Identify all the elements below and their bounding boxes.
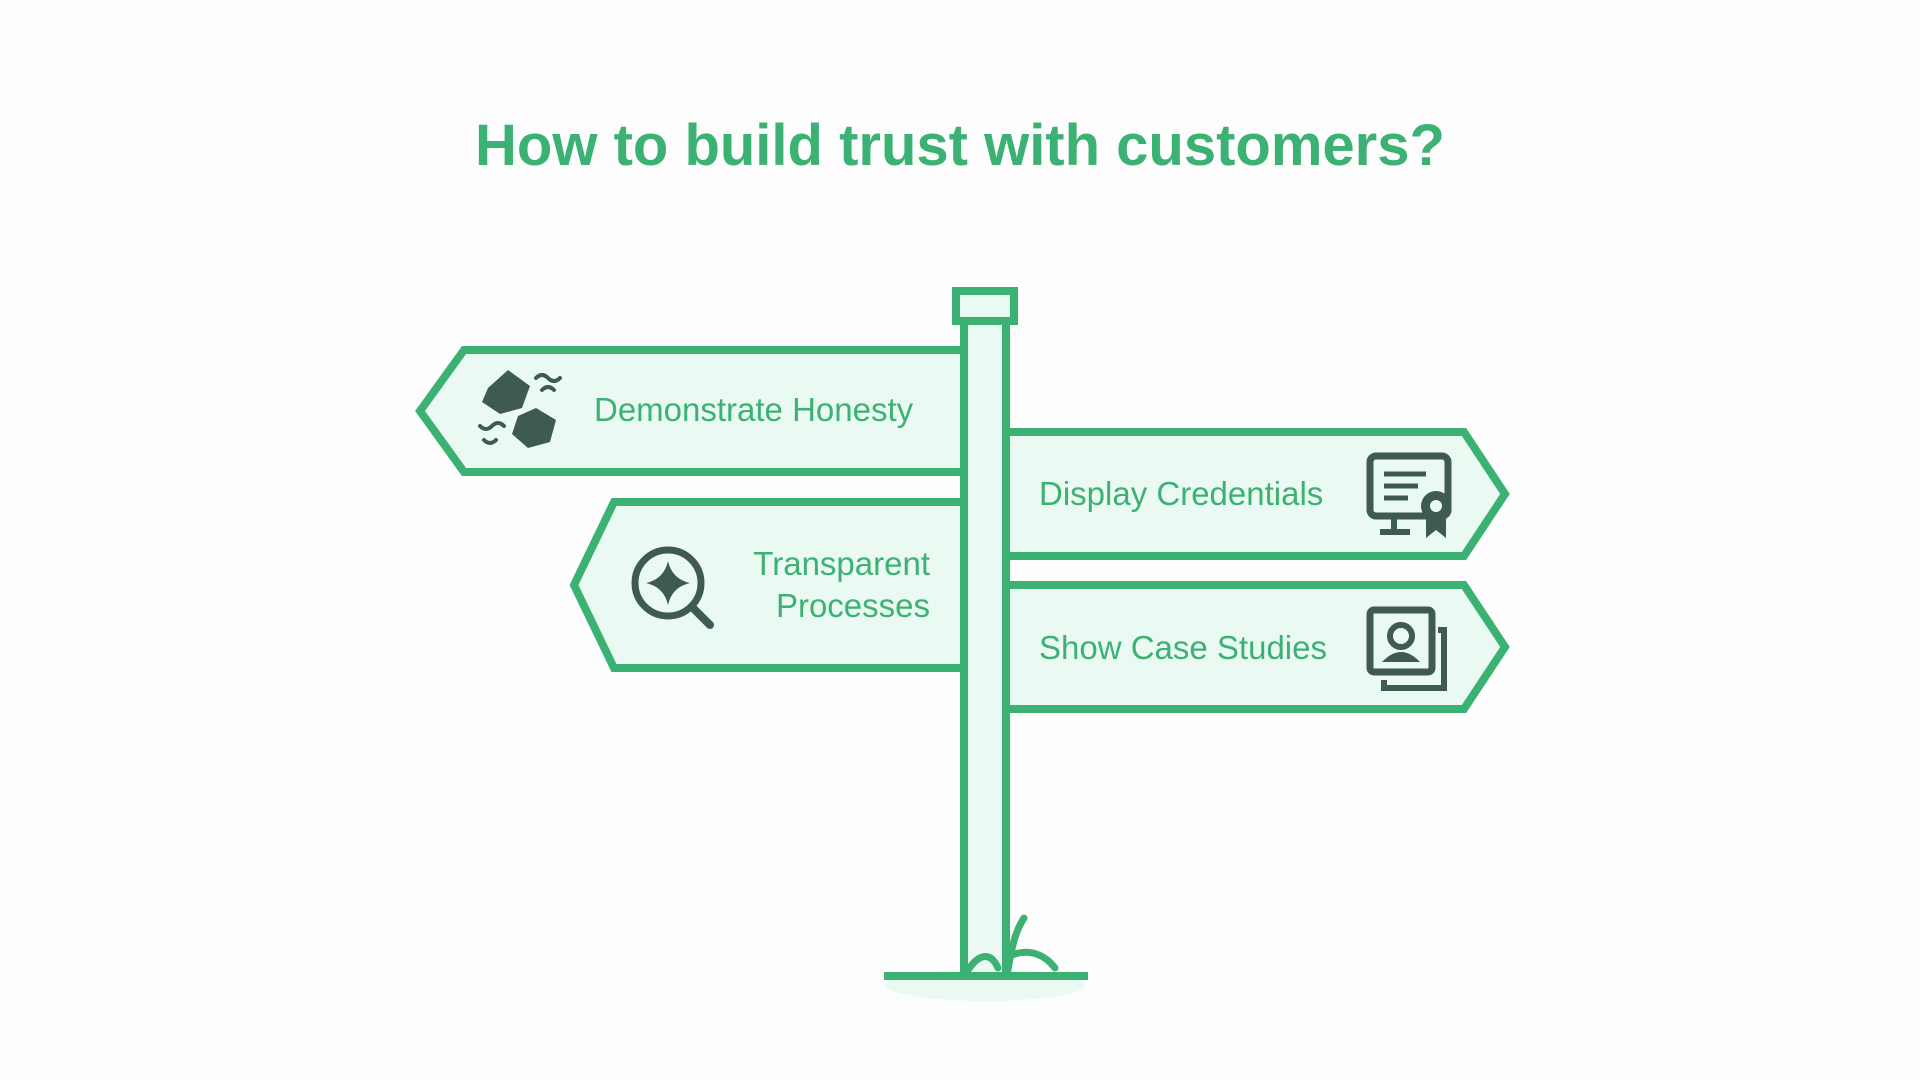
sign-display-credentials-board <box>1002 428 1510 560</box>
sign-show-case-studies-board <box>1002 581 1510 713</box>
signpost-cap <box>952 287 1018 325</box>
sign-show-case-studies-label: Show Case Studies <box>1039 629 1327 666</box>
sign-transparent-processes-line-2: Processes <box>775 587 930 624</box>
sign-transparent-processes-label: Transparent Processes <box>710 543 930 627</box>
certificate-icon <box>1366 452 1452 538</box>
search-sparkle-icon <box>631 546 714 629</box>
diagram-title: How to build trust with customers? <box>475 113 1445 178</box>
sign-demonstrate-honesty-label: Demonstrate Honesty <box>594 391 914 428</box>
sign-transparent-processes-board <box>569 498 968 672</box>
broken-link-icon <box>478 370 562 448</box>
profile-portfolio-icon <box>1366 606 1447 691</box>
signpost-pole <box>960 312 1010 980</box>
grass-icon <box>964 914 1059 974</box>
sign-transparent-processes-line-1: Transparent <box>753 545 930 582</box>
sign-display-credentials-label: Display Credentials <box>1039 475 1324 512</box>
